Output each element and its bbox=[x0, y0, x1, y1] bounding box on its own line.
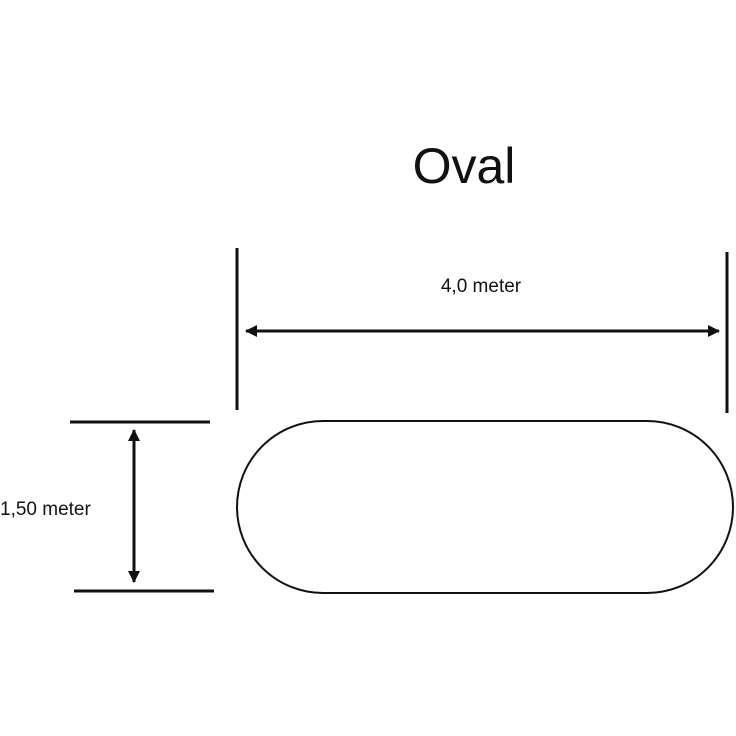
width-label: 4,0 meter bbox=[441, 276, 522, 297]
oval-shape bbox=[236, 420, 734, 594]
height-label: 1,50 meter bbox=[0, 499, 91, 520]
diagram-title: Oval bbox=[413, 138, 516, 194]
